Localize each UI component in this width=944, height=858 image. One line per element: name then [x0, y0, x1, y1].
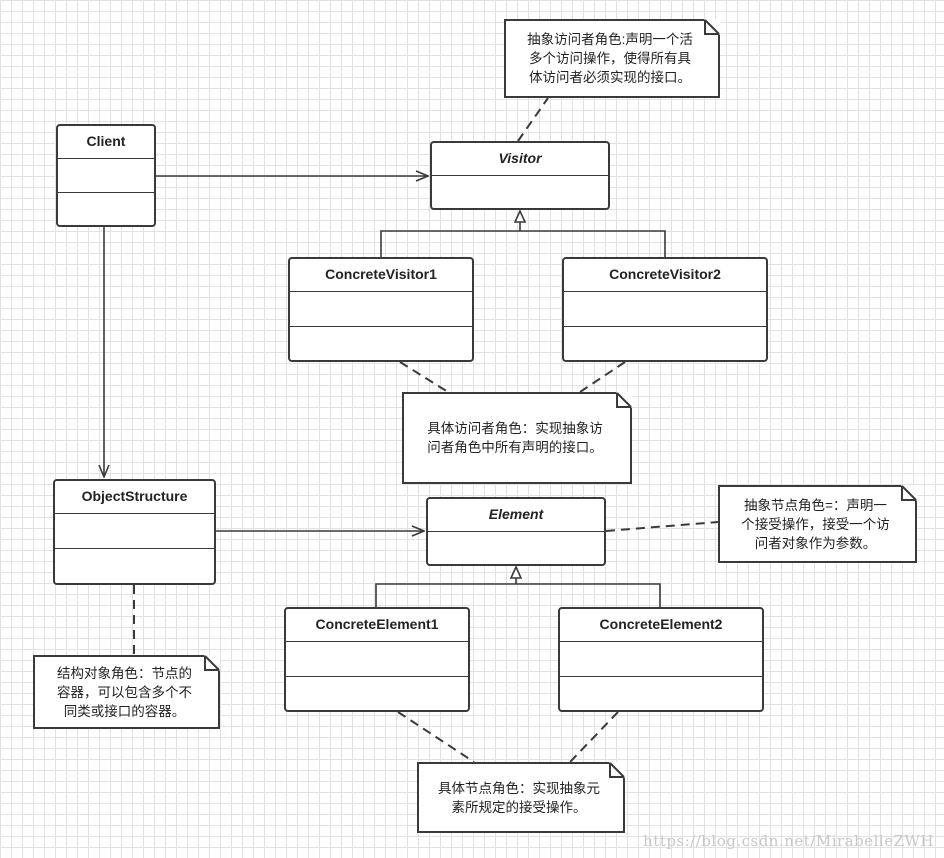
- anchor-visitor-note: [517, 97, 549, 142]
- note-line: 抽象访问者角色:声明一个活: [527, 32, 693, 47]
- class-name-concrete-element-2: ConcreteElement2: [560, 609, 762, 642]
- note-line: 具体访问者角色：实现抽象访: [427, 421, 603, 436]
- class-attributes-object-structure: [55, 514, 214, 549]
- note-object-structure[interactable]: 结构对象角色：节点的 容器，可以包含多个不 同类或接口的容器。: [33, 655, 220, 729]
- note-text-visitor: 抽象访问者角色:声明一个活 多个访问操作，使得所有具 体访问者必须实现的接口。: [527, 30, 693, 87]
- class-operations-concrete-visitor-2: [564, 327, 766, 361]
- class-operations-concrete-visitor-1: [290, 327, 472, 361]
- class-operations-visitor: [432, 176, 608, 208]
- anchor-concreteelement2-note: [569, 711, 619, 763]
- class-attributes-concrete-element-2: [560, 642, 762, 677]
- note-fold-icon: [609, 762, 625, 778]
- note-line: 容器，可以包含多个不: [57, 684, 192, 700]
- generalization-element: [375, 565, 661, 607]
- note-concrete-visitor[interactable]: 具体访问者角色：实现抽象访 问者角色中所有声明的接口。: [402, 392, 632, 484]
- note-fold-icon: [704, 19, 720, 35]
- note-line: 个接受操作，接受一个访: [741, 516, 890, 532]
- note-line: 问者角色中所有声明的接口。: [427, 440, 603, 455]
- class-name-client: Client: [58, 126, 154, 159]
- class-element[interactable]: Element: [426, 497, 606, 566]
- class-name-concrete-element-1: ConcreteElement1: [286, 609, 468, 642]
- class-attributes-concrete-element-1: [286, 642, 468, 677]
- anchor-concretevisitor1-note: [399, 361, 449, 393]
- anchor-element-note: [605, 521, 719, 532]
- class-name-object-structure: ObjectStructure: [55, 481, 214, 514]
- generalization-visitor: [380, 209, 666, 257]
- anchor-concreteelement1-note: [397, 711, 475, 763]
- note-text-concrete-element: 具体节点角色：实现抽象元 素所规定的接受操作。: [438, 779, 600, 817]
- class-client[interactable]: Client: [56, 124, 156, 227]
- anchor-concretevisitor2-note: [579, 361, 626, 393]
- class-name-element: Element: [428, 499, 604, 532]
- class-operations-client: [58, 193, 154, 226]
- note-line: 体访问者必须实现的接口。: [528, 70, 691, 85]
- class-name-visitor: Visitor: [432, 143, 608, 176]
- class-attributes-client: [58, 159, 154, 193]
- class-visitor[interactable]: Visitor: [430, 141, 610, 210]
- note-fold-icon: [901, 485, 917, 501]
- note-text-concrete-visitor: 具体访问者角色：实现抽象访 问者角色中所有声明的接口。: [427, 419, 603, 457]
- class-name-concrete-visitor-1: ConcreteVisitor1: [290, 259, 472, 292]
- class-concrete-visitor-1[interactable]: ConcreteVisitor1: [288, 257, 474, 362]
- note-fold-icon: [616, 392, 632, 408]
- class-operations-object-structure: [55, 549, 214, 583]
- class-concrete-element-1[interactable]: ConcreteElement1: [284, 607, 470, 712]
- watermark: https://blog.csdn.net/MirabelleZWH: [643, 832, 934, 850]
- note-line: 问者对象作为参数。: [754, 535, 877, 551]
- class-attributes-concrete-visitor-1: [290, 292, 472, 327]
- class-concrete-element-2[interactable]: ConcreteElement2: [558, 607, 764, 712]
- class-operations-concrete-element-2: [560, 677, 762, 711]
- class-concrete-visitor-2[interactable]: ConcreteVisitor2: [562, 257, 768, 362]
- note-element[interactable]: 抽象节点角色=：声明一 个接受操作，接受一个访 问者对象作为参数。: [718, 485, 917, 563]
- class-object-structure[interactable]: ObjectStructure: [53, 479, 216, 585]
- note-text-element: 抽象节点角色=：声明一 个接受操作，接受一个访 问者对象作为参数。: [741, 496, 890, 553]
- note-line: 素所规定的接受操作。: [451, 799, 587, 815]
- note-concrete-element[interactable]: 具体节点角色：实现抽象元 素所规定的接受操作。: [417, 762, 625, 833]
- class-attributes-concrete-visitor-2: [564, 292, 766, 327]
- note-line: 同类或接口的容器。: [63, 703, 186, 719]
- class-operations-concrete-element-1: [286, 677, 468, 711]
- class-name-concrete-visitor-2: ConcreteVisitor2: [564, 259, 766, 292]
- note-visitor[interactable]: 抽象访问者角色:声明一个活 多个访问操作，使得所有具 体访问者必须实现的接口。: [504, 19, 720, 98]
- note-line: 结构对象角色：节点的: [57, 665, 192, 681]
- note-line: 多个访问操作，使得所有具: [528, 51, 691, 66]
- class-operations-element: [428, 532, 604, 564]
- note-line: 具体节点角色：实现抽象元: [438, 780, 600, 796]
- note-line: 抽象节点角色=：声明一: [744, 497, 887, 513]
- note-fold-icon: [204, 655, 220, 671]
- note-text-object-structure: 结构对象角色：节点的 容器，可以包含多个不 同类或接口的容器。: [57, 664, 192, 721]
